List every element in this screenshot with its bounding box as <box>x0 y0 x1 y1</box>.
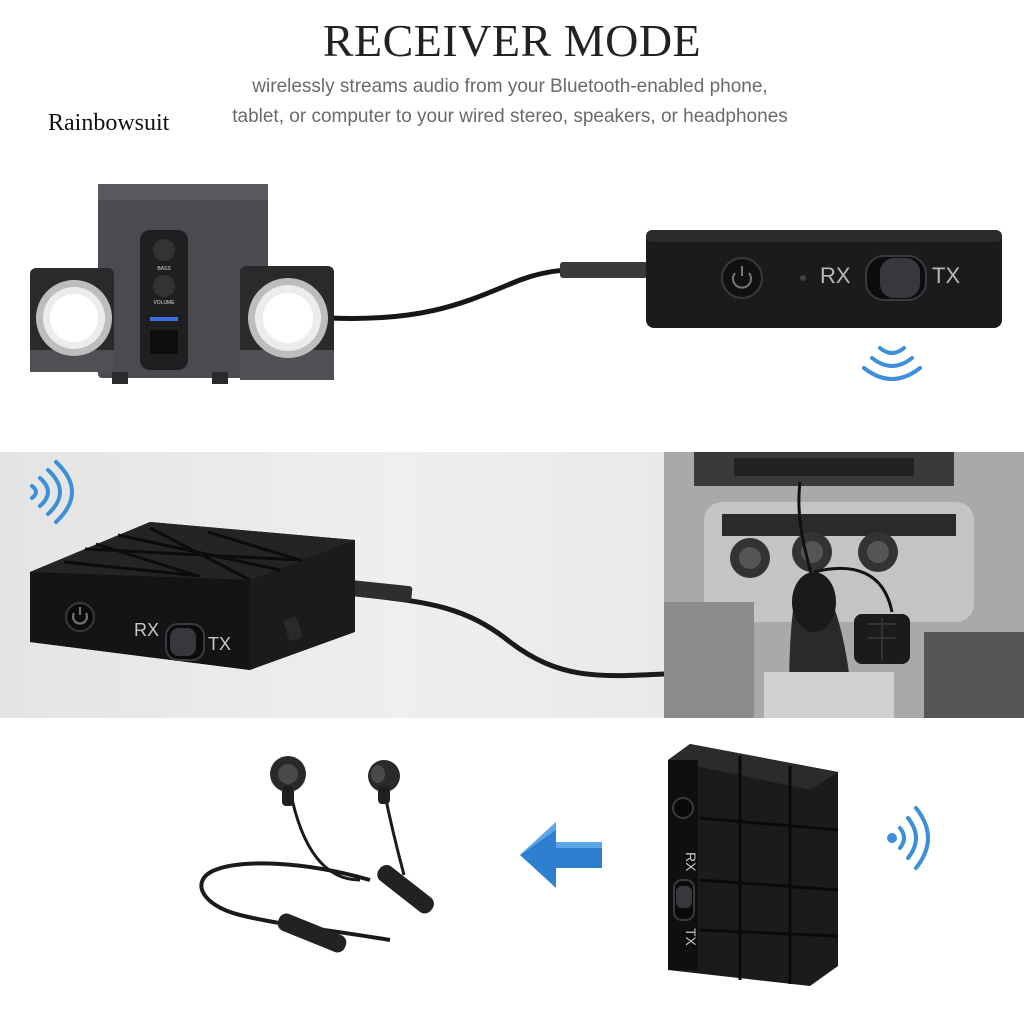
left-arrow-icon <box>520 822 602 888</box>
power-button-icon <box>721 257 763 299</box>
wireless-waves-icon <box>30 460 74 524</box>
receiver-device: RX TX <box>646 230 1002 328</box>
audio-cable <box>339 589 664 679</box>
page-title: RECEIVER MODE <box>322 15 702 66</box>
transmitter-device: RX TX <box>30 522 355 670</box>
brand-watermark: Rainbowsuit <box>48 110 170 136</box>
bass-label: BASS <box>157 266 171 272</box>
right-speaker <box>240 266 334 380</box>
speaker-receiver-illustration: BASS VOLUME RX TX <box>30 184 1002 384</box>
transmitter-device: RX TX <box>668 744 839 986</box>
rx-label: RX <box>820 263 851 288</box>
earphone-transmitter-illustration: RX TX <box>199 744 930 986</box>
subwoofer: BASS VOLUME <box>98 184 268 384</box>
audio-jack <box>560 262 648 278</box>
tx-label: TX <box>208 634 231 654</box>
volume-label: VOLUME <box>153 300 175 306</box>
subtitle-line-2: tablet, or computer to your wired stereo… <box>232 106 788 127</box>
power-button-icon <box>65 602 95 632</box>
left-speaker <box>30 268 114 372</box>
tx-label: TX <box>932 263 960 288</box>
subtitle: wirelessly streams audio from your Bluet… <box>190 72 830 132</box>
wireless-waves-icon <box>887 806 930 870</box>
device-in-car-illustration: RX TX <box>30 460 664 679</box>
tx-label: TX <box>683 928 699 947</box>
subtitle-line-1: wirelessly streams audio from your Bluet… <box>252 76 768 97</box>
rx-label: RX <box>683 852 699 872</box>
car-interior-photo <box>664 452 1024 718</box>
rx-label: RX <box>134 620 159 640</box>
neckband-earphones <box>199 756 434 953</box>
wireless-waves-icon <box>862 346 922 381</box>
power-button-icon <box>672 797 694 819</box>
